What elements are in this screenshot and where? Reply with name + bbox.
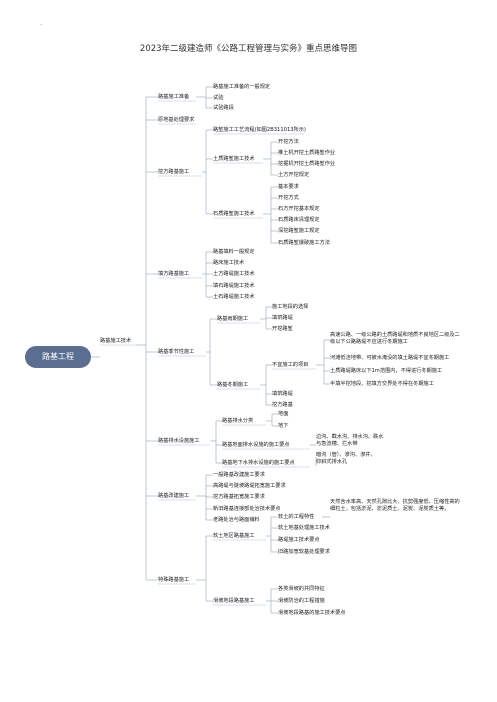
jijie-yu-item: 施工地段的选择 [272,304,309,310]
jijie-dong-item: 挖方路基 [272,402,293,408]
jijie-buyi-item: 土质路堤路床以下1m范围内，不得进行冬期施工 [330,368,443,374]
paishui-fenlei-item: 地下 [278,423,289,429]
tianfang-item: 路床施工技术 [213,260,245,266]
jijie-buyi-item: 半填半挖地段、挖填方交界处不得在冬期施工 [330,381,434,387]
teshu-huapo-item: 滑坡地段路基的施工技术要点 [278,610,346,616]
l2-tianfang: 填方路基施工 [158,271,190,277]
gaijian-item: 新旧路基连接部处治技术要点 [213,506,281,512]
zhunbei-item: 试验 [213,95,224,101]
l2-gaijian: 路基改建施工 [158,493,190,499]
wafang-shi-item: 深挖路堑施工规定 [278,228,320,234]
zhunbei-item: 路基施工准备的一般规定 [213,84,271,90]
wafang-shi-item: 石质路堑爆破施工方法 [278,240,330,246]
jijie-buyi: 不宜施工的项目 [272,362,309,368]
gaijian-item: 高路堤与陡坡路堤拓宽施工要求 [213,483,286,489]
gaijian-item: 一般路基改建施工要求 [213,472,265,478]
wafang-tu-item: 土方开挖规定 [278,172,310,178]
page-title: 2023年二级建造师《公路工程管理与实务》重点思维导图 [139,44,358,54]
gaijian-item: 老路处治与路面铺料 [213,517,260,523]
teshu-ruantu-item: 路堤施工技术要点 [278,537,320,543]
wafang-tu-item: 开挖方法 [278,139,299,145]
teshu-ruantu-item: 软土的工程特性 [278,514,315,520]
paishui-dixia-text: 暗沟（管）、渗沟、渗井、仰斜式排水孔 [316,452,376,465]
paishui-dixia: 路基地下水排水设施的施工要点 [222,460,295,466]
wafang-shi-item: 石方开挖基本规定 [278,206,320,212]
corner-mark: - [40,21,43,28]
zhunbei-item: 试验路段 [213,105,234,111]
wafang-shi-item: 基本要求 [278,184,299,190]
teshu-ruantu-text: 天然含水率高、天然孔隙比大、抗剪强度低、压缩性高的细粒土，包括淤泥、淤泥质土、泥… [330,499,460,512]
teshu-ruantu: 软土地区路基施工 [213,533,255,539]
teshu-ruantu-item: 旧路加宽软基处理要求 [278,549,330,555]
gaijian-item: 挖方路基拓宽施工要求 [213,494,265,500]
paishui-fenlei: 路基排水分类 [222,418,254,424]
jijie-dong-item: 填筑路堤 [272,391,293,397]
wafang-shi: 石质路堑施工技术 [213,211,255,217]
paishui-fenlei-item: 地面 [278,411,289,417]
jijie-yu-item: 开挖路堑 [272,326,293,332]
jijie-yu: 路基雨期施工 [217,316,249,322]
root-node: 路基工程 [25,346,91,368]
wafang-tu-item: 挖掘机开挖土质路堑作业 [278,161,336,167]
l2-jijie: 路基季节性施工 [158,349,195,355]
l2-wafang: 挖方路基施工 [158,169,190,175]
jijie-buyi-item: 高速公路、一级公路的土质路堤和地质不良地区二级及二级以下公路路堤不应进行冬期施工 [330,332,460,345]
tianfang-item: 土石路堤施工技术 [213,294,255,300]
l2-zhunbei: 路基施工准备 [158,94,190,100]
tianfang-item: 填石路堤施工技术 [213,283,255,289]
l2-paishui: 路基排水设施施工 [158,438,200,444]
paishui-dimian-text: 边沟、截水沟、排水沟、跌水与急流槽、拦水带 [316,434,384,447]
teshu-ruantu-item: 软土地基处理施工技术 [278,525,330,531]
wafang-tu: 土质路堑施工技术 [213,156,255,162]
jijie-yu-item: 填筑路堤 [272,315,293,321]
tianfang-item: 路基填料一般规定 [213,249,255,255]
wafang-shi-item: 开挖方式 [278,195,299,201]
wafang-shi-item: 石质路床清理规定 [278,217,320,223]
teshu-huapo-item: 滑坡防治的工程措施 [278,598,325,604]
wafang-tu-item: 推土机开挖土质路堑作业 [278,150,336,156]
l1-node: 路基施工技术 [100,338,132,344]
jijie-buyi-item: 河滩低洼地带、可被水淹没的填土路堤不宜冬期施工 [330,355,450,361]
l2-yuandiji: 原地基处理要求 [158,117,195,123]
l2-teshu: 特殊路基施工 [158,577,190,583]
teshu-huapo: 滑坡地段路基施工 [213,598,255,604]
wafang-process: 路堑施工工艺流程(如图2B311013所示) [213,127,306,133]
paishui-dimian: 路基地面排水设施的施工要点 [222,442,290,448]
teshu-huapo-item: 各类滑坡的共同特征 [278,586,325,592]
tianfang-item: 土方路堤施工技术 [213,271,255,277]
jijie-dong: 路基冬期施工 [217,382,249,388]
